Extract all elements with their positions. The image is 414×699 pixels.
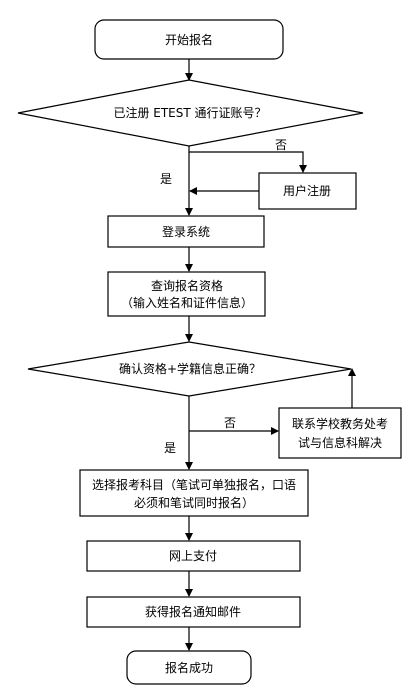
check-eligibility-line2: （输入姓名和证件信息） — [121, 295, 253, 310]
login-node — [107, 215, 265, 248]
check-eligibility-line1: 查询报名资格 — [151, 278, 223, 293]
success-node — [126, 650, 252, 685]
start-node-label: 开始报名 — [165, 32, 213, 47]
pay-label: 网上支付 — [169, 549, 217, 563]
contact-school-line2: 试与信息科解决 — [298, 435, 382, 450]
contact-school-line1: 联系学校教务处考 — [292, 416, 388, 431]
success-label: 报名成功 — [165, 660, 213, 675]
no-label-confirm: 否 — [224, 416, 236, 430]
notify-node — [86, 596, 301, 628]
yes-label-confirm: 是 — [164, 441, 176, 455]
pay-node — [86, 540, 301, 572]
notify-label: 获得报名通知邮件 — [145, 604, 241, 619]
login-label: 登录系统 — [162, 224, 210, 239]
decision-confirm-label: 确认资格+学籍信息正确？ — [119, 361, 261, 376]
select-subjects-node — [79, 469, 309, 517]
no-label-register: 否 — [275, 138, 287, 152]
yes-label-register: 是 — [160, 172, 172, 186]
user-register-label: 用户注册 — [283, 183, 331, 198]
select-subjects-line1: 选择报考科目（笔试可单独报名，口语 — [92, 477, 296, 492]
check-eligibility-node — [107, 271, 266, 317]
decision-registered-label: 已注册 ETEST 通行证账号？ — [113, 105, 266, 120]
arrow-no-to-user-register — [188, 146, 307, 173]
contact-school-node — [278, 407, 402, 459]
select-subjects-line2: 必须和笔试同时报名） — [134, 495, 254, 510]
